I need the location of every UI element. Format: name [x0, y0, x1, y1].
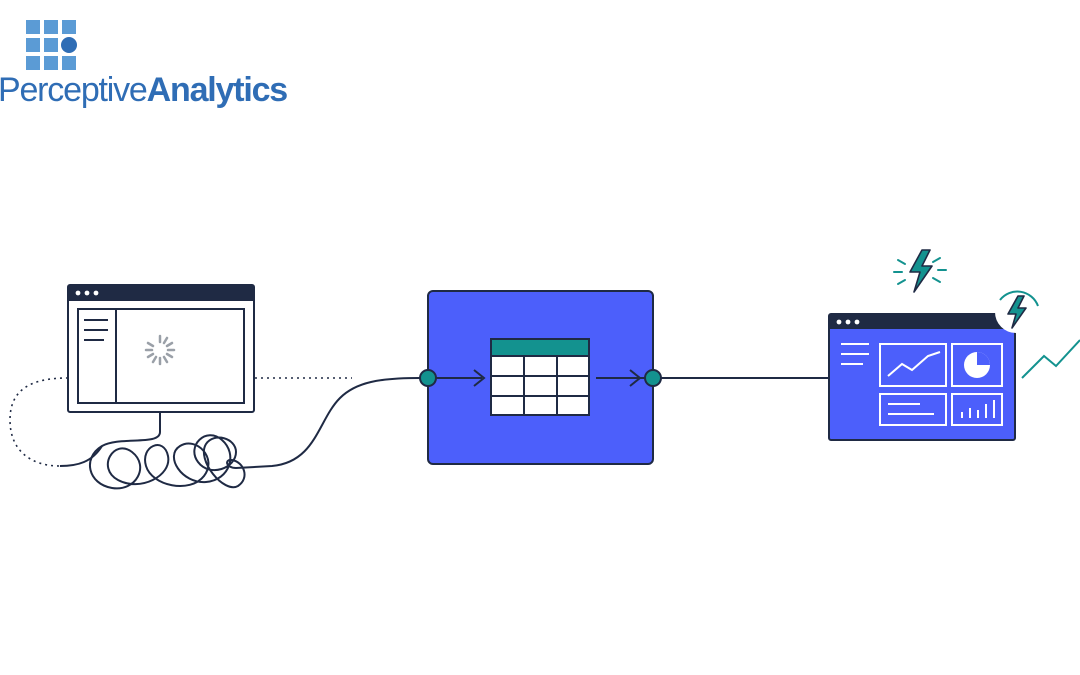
- tangled-cable: [89, 377, 421, 490]
- bar-chart-widget-icon: [951, 393, 1003, 426]
- trend-line-icon: [1021, 339, 1080, 379]
- source-window: [67, 284, 255, 413]
- lightning-bolt-icon: [893, 249, 947, 293]
- logo-wordmark: PerceptiveAnalytics: [0, 70, 289, 110]
- company-logo: PerceptiveAnalytics: [0, 14, 288, 114]
- output-port: [644, 369, 662, 387]
- lightning-badge-icon: [995, 290, 1039, 333]
- logo-grid-icon: [26, 20, 77, 70]
- line-chart-widget-icon: [879, 343, 947, 387]
- pie-chart-widget-icon: [951, 343, 1003, 387]
- input-port: [419, 369, 437, 387]
- loading-spinner-icon: [144, 334, 176, 366]
- transform-node: [419, 290, 662, 465]
- text-widget-icon: [879, 393, 947, 426]
- dotted-connector: [9, 377, 69, 467]
- cable-left-end: [59, 445, 103, 467]
- logo-name-light: Perceptive: [0, 71, 148, 109]
- logo-name-bold: Analytics: [146, 71, 289, 109]
- dashboard-window: [828, 313, 1016, 441]
- table-icon: [490, 338, 590, 416]
